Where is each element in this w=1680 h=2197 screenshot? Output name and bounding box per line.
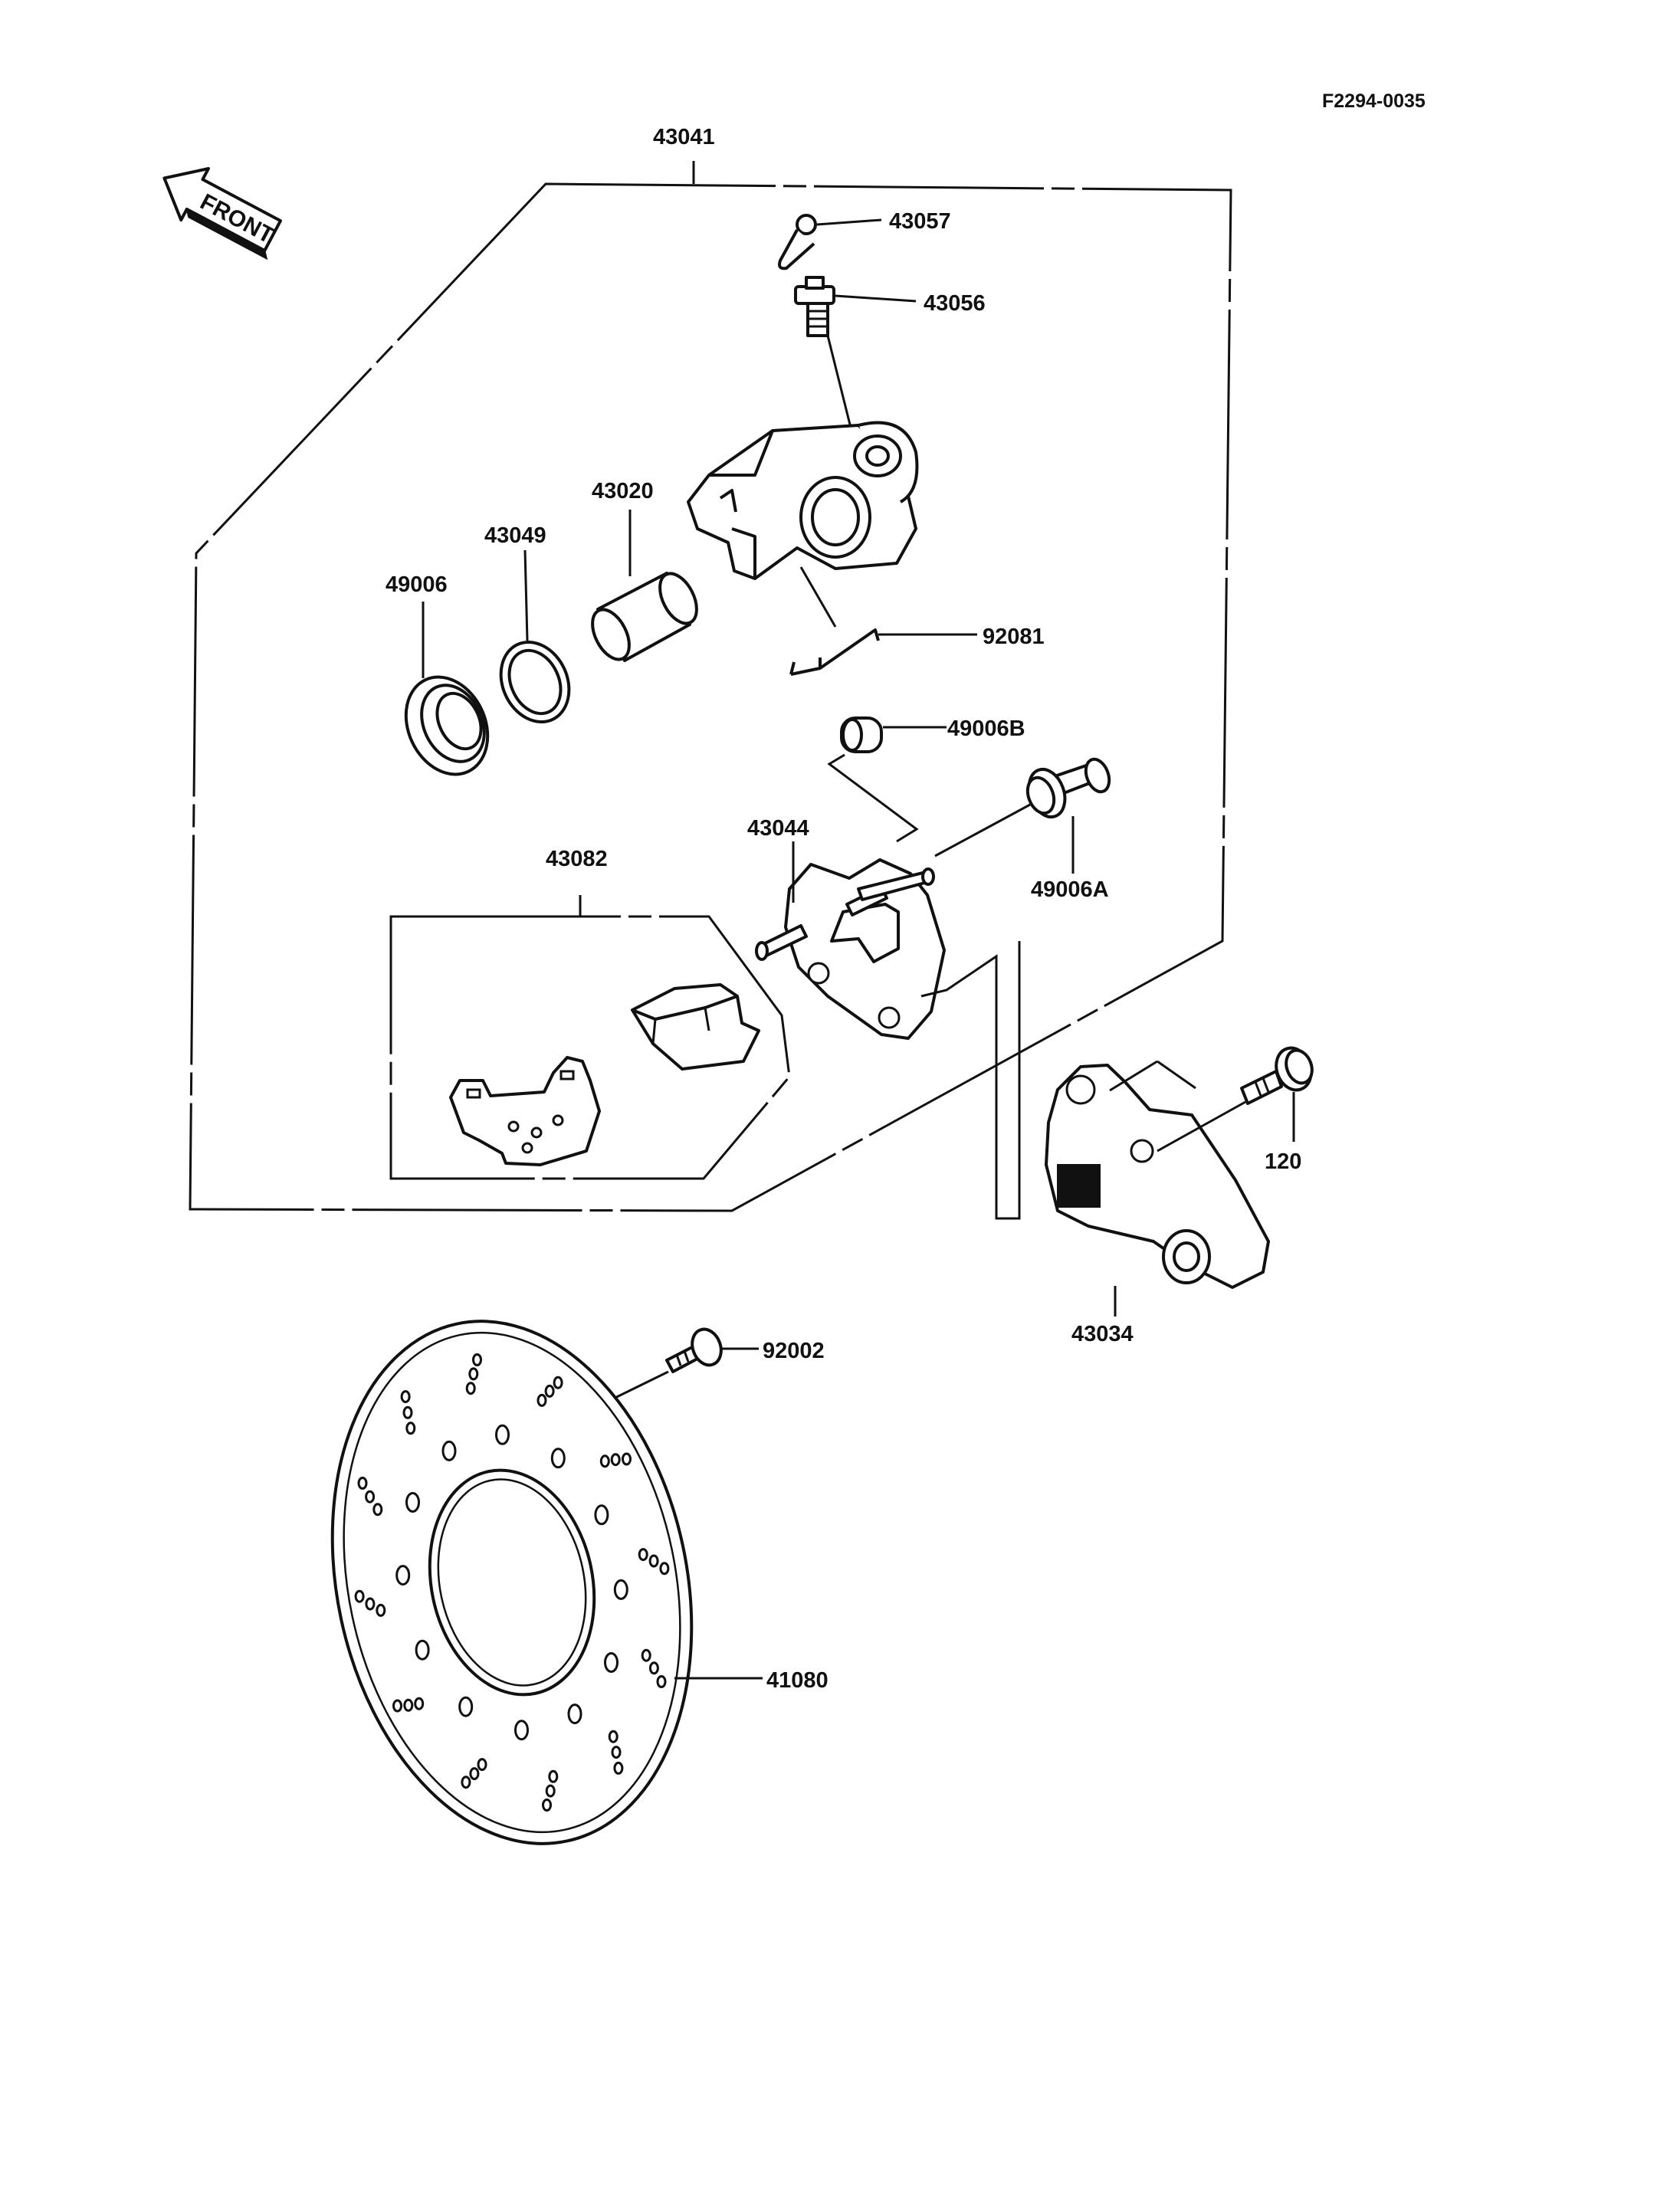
disc-hole: [599, 1454, 610, 1468]
pad-assembly-43082-part: [389, 895, 791, 1180]
disc-hole: [648, 1554, 659, 1568]
spring-92081-part: [789, 566, 977, 676]
label-92002: 92002: [763, 1339, 825, 1363]
boot-49006b-part: [827, 716, 947, 843]
front-arrow-icon: FRONT: [162, 167, 282, 261]
disc-hole: [405, 1492, 420, 1513]
disc-hole: [465, 1382, 476, 1395]
disc-hole: [613, 1579, 628, 1600]
disc-hole: [469, 1767, 480, 1781]
disc-hole: [542, 1799, 552, 1812]
disc-hole: [400, 1390, 411, 1404]
disc-hole: [611, 1746, 622, 1759]
bolt-120-part: [1240, 1046, 1314, 1142]
label-49006: 49006: [386, 572, 448, 597]
label-43082: 43082: [546, 847, 608, 871]
label-43034: 43034: [1071, 1322, 1134, 1346]
bracket-43034-part: [920, 941, 1270, 1317]
piston-43020-part: [591, 510, 698, 662]
disc-hole: [553, 1376, 563, 1389]
label-43049: 43049: [484, 523, 546, 548]
disc-hole: [567, 1703, 582, 1725]
disc-bolt-92002-part: [589, 1327, 759, 1412]
disc-hole: [372, 1503, 383, 1517]
disc-hole: [548, 1769, 559, 1783]
label-49006a: 49006A: [1031, 877, 1109, 902]
disc-hole: [659, 1562, 670, 1576]
holder-43044-part: [755, 841, 946, 1040]
dust-seal-49006-part: [404, 602, 490, 776]
disc-hole: [468, 1367, 479, 1381]
disc-hole: [648, 1661, 659, 1675]
disc-hole: [622, 1452, 632, 1466]
disc-hole: [392, 1699, 402, 1713]
disc-hole: [495, 1424, 510, 1445]
disc-hole: [376, 1603, 386, 1617]
piston-seal-43049-part: [499, 549, 571, 724]
caliper-body-part: [687, 421, 919, 580]
disc-hole: [354, 1589, 365, 1603]
caliper-assembly-outline: [189, 161, 1232, 1212]
disc-hole: [365, 1597, 376, 1611]
label-43056: 43056: [924, 291, 986, 316]
disc-hole: [550, 1448, 566, 1469]
disc-hole: [441, 1440, 457, 1461]
label-41080: 41080: [766, 1668, 829, 1693]
label-43041: 43041: [653, 125, 715, 149]
label-92081: 92081: [983, 625, 1045, 649]
label-49006b: 49006B: [947, 716, 1025, 741]
label-43057: 43057: [889, 209, 951, 234]
bleed-valve-43056-part: [794, 276, 917, 434]
disc-hole: [608, 1730, 619, 1743]
holder-pin-part: [934, 757, 1111, 874]
disc-hole: [638, 1548, 648, 1562]
disc-hole: [545, 1784, 556, 1798]
disc-hole: [458, 1696, 474, 1717]
drawing-id: F2294-0035: [1322, 90, 1426, 112]
disc-holes: [354, 1353, 670, 1812]
disc-hole: [414, 1697, 425, 1710]
disc-hole: [641, 1648, 651, 1662]
disc-hole: [357, 1477, 368, 1490]
disc-hole: [395, 1565, 411, 1586]
disc-hole: [514, 1720, 529, 1741]
disc-hole: [472, 1353, 482, 1366]
disc-hole: [403, 1698, 414, 1712]
disc-hole: [402, 1405, 413, 1419]
disc-hole: [415, 1639, 430, 1661]
disc-hole: [610, 1453, 621, 1467]
disc-hole: [405, 1421, 416, 1435]
disc-hole: [604, 1652, 619, 1673]
label-43044: 43044: [747, 816, 809, 841]
disc-hole: [656, 1675, 667, 1688]
label-43020: 43020: [592, 479, 654, 503]
disc-hole: [594, 1504, 609, 1526]
brake-disc-41080-part: [330, 1320, 763, 1845]
disc-hole: [365, 1490, 376, 1503]
disc-hole: [613, 1761, 624, 1775]
disc-hole: [544, 1384, 555, 1398]
disc-hole: [461, 1776, 471, 1789]
cap-43057-part: [778, 214, 882, 271]
label-120: 120: [1265, 1149, 1301, 1174]
disc-hole: [477, 1758, 487, 1772]
disc-hole: [536, 1393, 547, 1407]
